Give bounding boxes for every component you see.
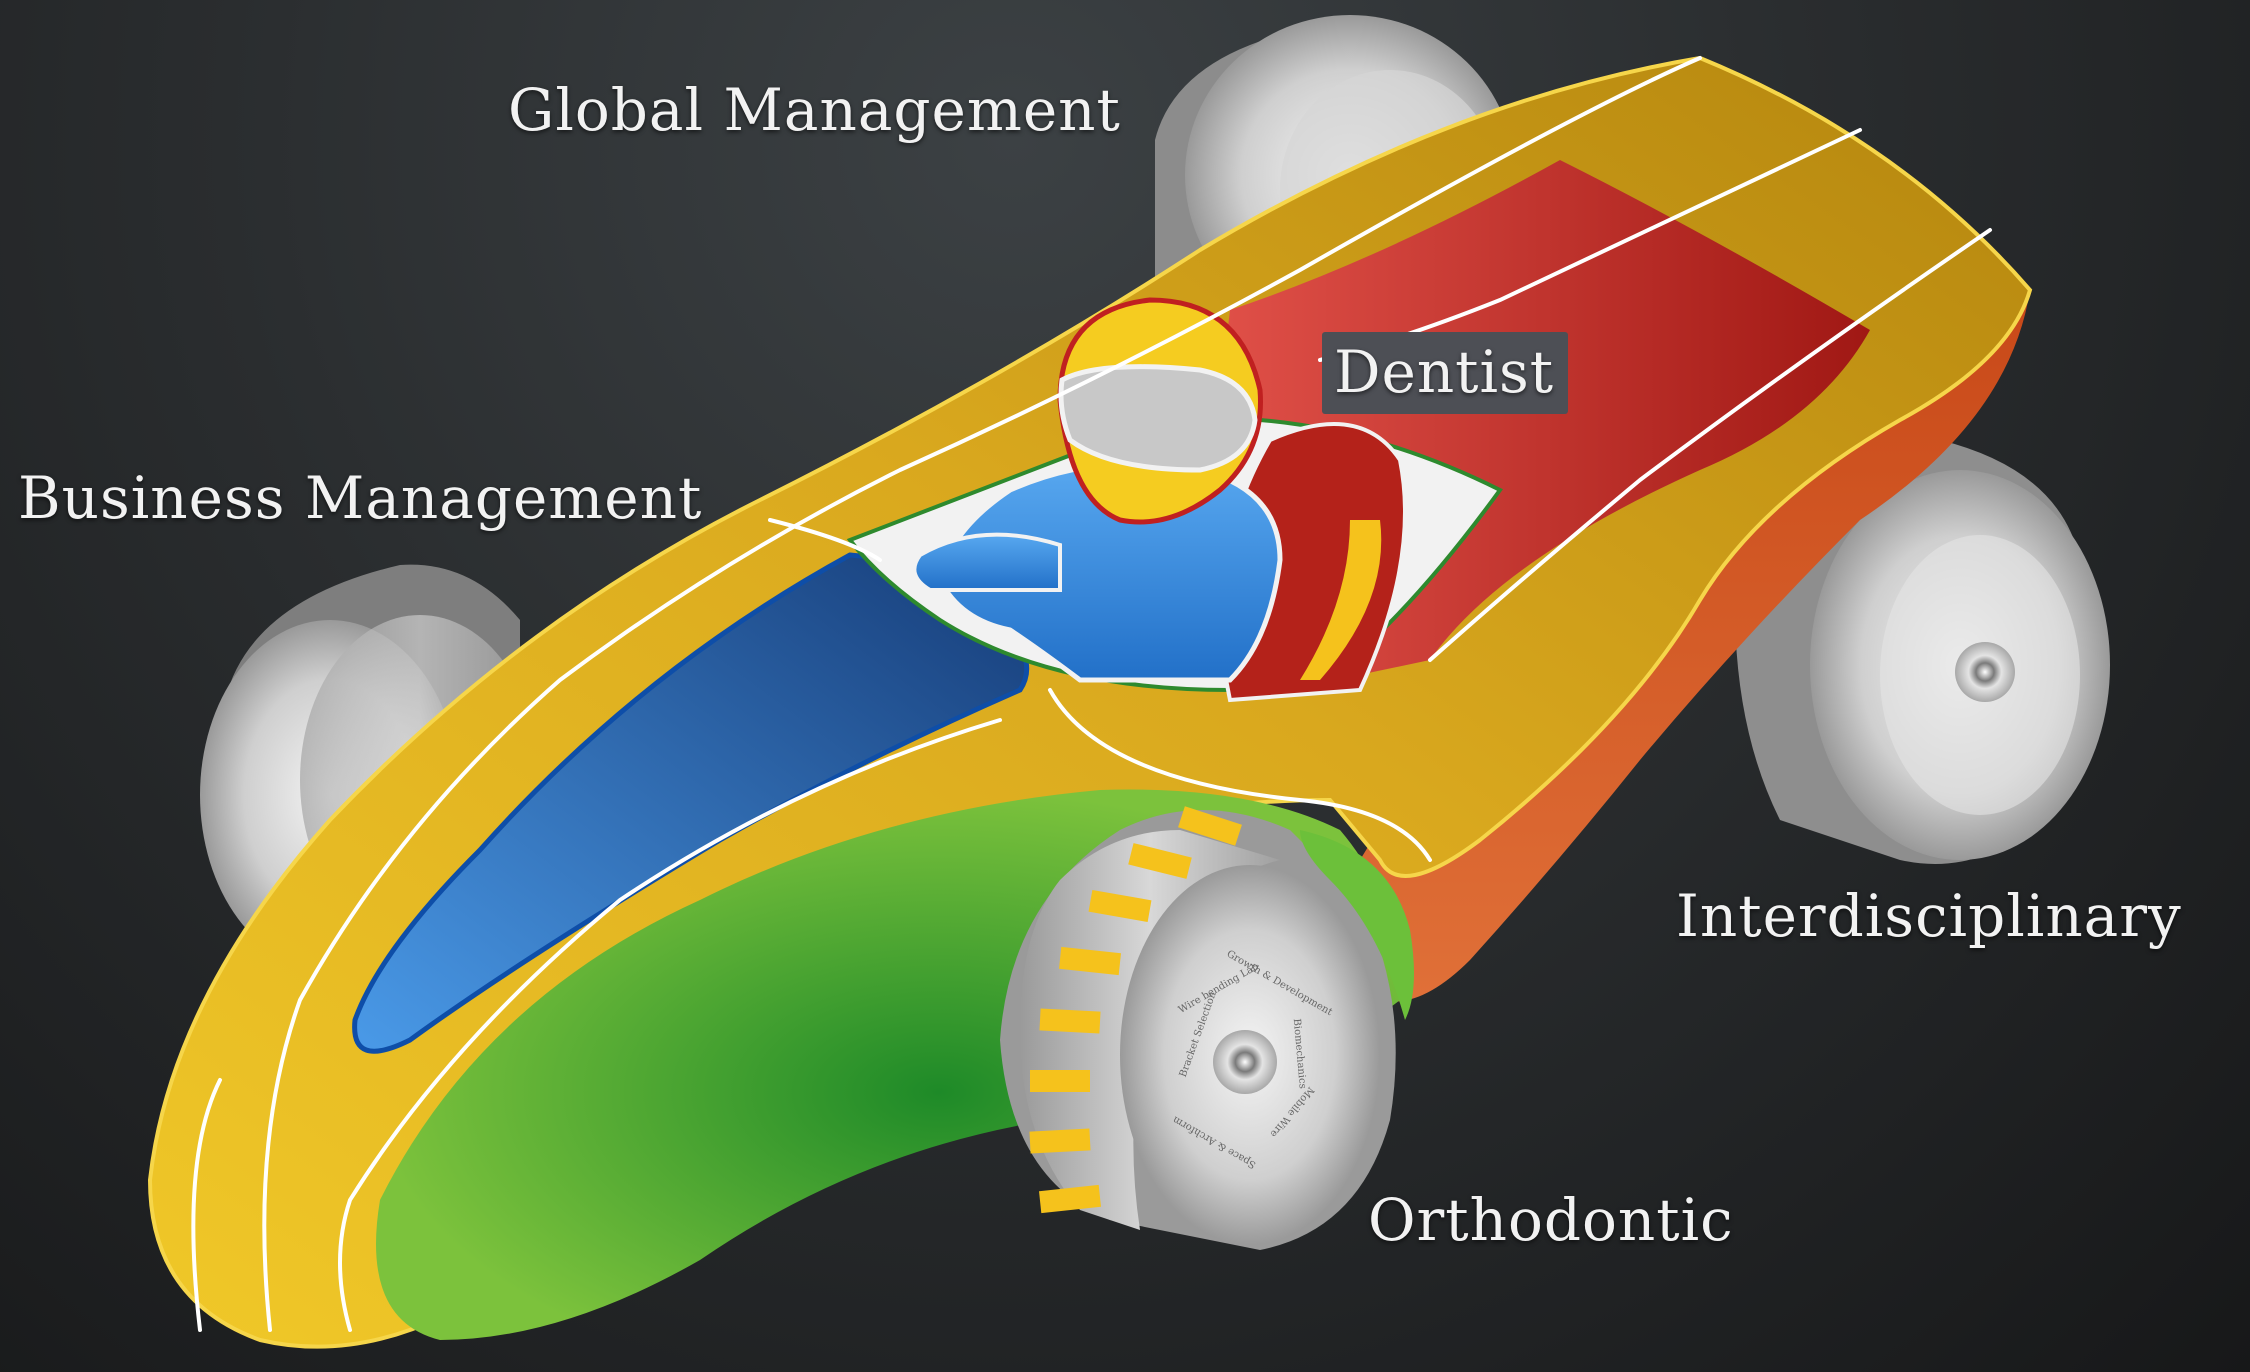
label-global-management: Global Management: [508, 76, 1121, 144]
wheel-front: [1000, 806, 1396, 1250]
hub-icon: [1955, 642, 2015, 702]
label-orthodontic: Orthodontic: [1368, 1186, 1734, 1254]
driver: [912, 460, 1283, 683]
front-hub-icon: [1213, 1030, 1277, 1094]
label-business-management: Business Management: [18, 464, 703, 532]
wheel-right: [1735, 439, 2110, 864]
label-interdisciplinary: Interdisciplinary: [1676, 882, 2182, 950]
label-dentist: Dentist: [1322, 332, 1569, 414]
tread-marks: [1029, 806, 1242, 1214]
body-side-orange: [1360, 284, 2030, 1002]
front-fender: [1300, 830, 1414, 1020]
body-contour-lines: [191, 56, 1992, 1332]
helmet-icon: [1057, 297, 1263, 525]
